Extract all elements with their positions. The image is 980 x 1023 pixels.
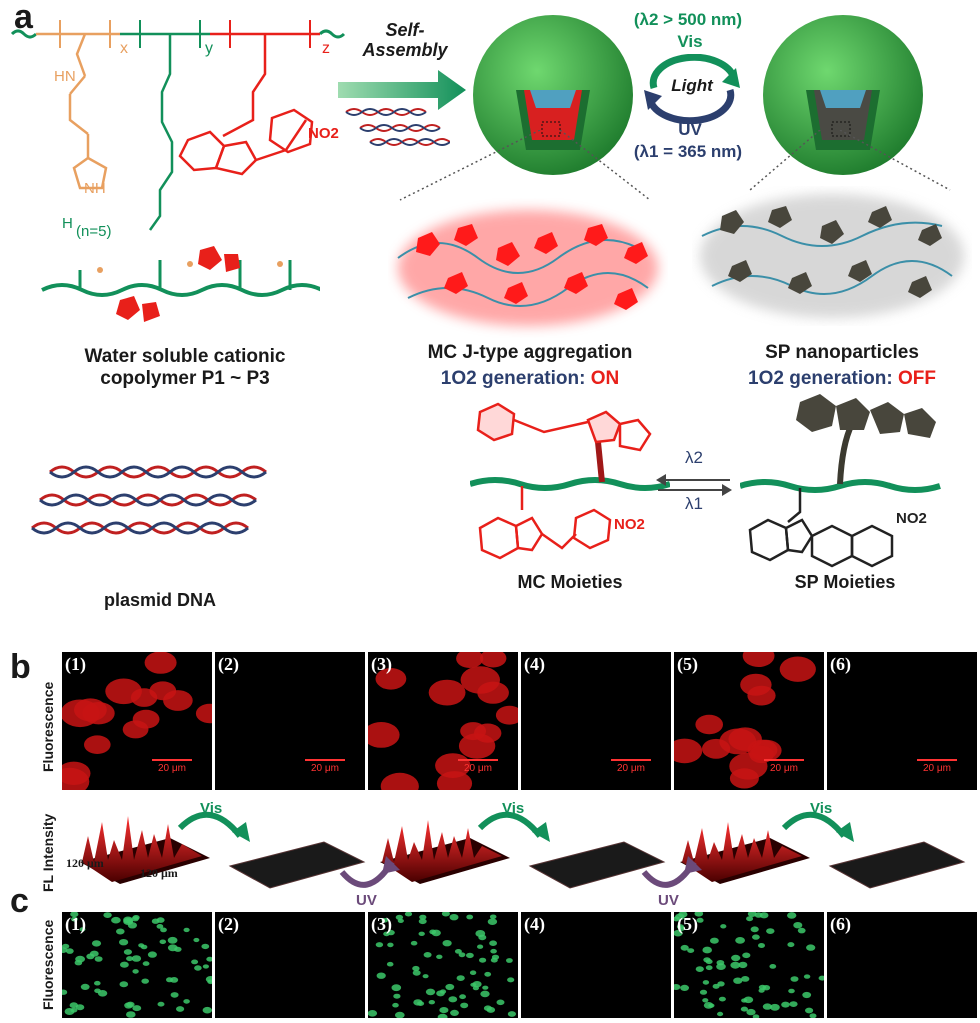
b-cell-3: (3) 20 μm [368,652,518,790]
mc-moieties-label: MC Moieties [517,572,623,592]
scale-bar: 20 μm [305,759,345,774]
plasmid-dna-icon [31,465,267,535]
c-cell-index: (5) [677,914,698,934]
c-cell-5: (5) [674,912,824,1018]
c-cell-index: (2) [218,914,239,934]
b-cell-index: (3) [371,654,392,674]
panel-c-label: c [10,882,29,920]
o2-generation-label-sp: 1O2 generation: [748,368,898,389]
mc-nanoparticle-sphere-icon [473,15,633,175]
panel-b-label: b [10,648,31,686]
small-dna-icon [345,108,450,146]
sp-moiety-structure [740,394,941,568]
c-fluorescence-label: Fluorescence [40,919,56,1010]
mc-aggregation-label: MC J-type aggregation [427,342,633,363]
chem-nh: NH [84,180,106,197]
surface-4 [528,841,666,889]
fl-intensity-row [80,811,966,889]
sp-nanoparticles-icon [700,194,964,318]
c-cell-3: (3) [368,912,518,1018]
polymer-cartoon-icon [41,246,320,322]
b-cell-6: (6) 20 μm [827,652,977,790]
chem-z: z [322,40,330,57]
b-cell-index: (2) [218,654,239,674]
sp-nanoparticle-sphere-icon [763,15,923,175]
copolymer-label: Water soluble cationic copolymer P1 ~ P3 [84,346,286,389]
o2-on-label: ON [590,368,620,389]
scale-bar: 20 μm [458,759,498,774]
uv-arrow-label-2: UV [658,892,679,909]
sp-no2-label: NO2 [896,510,927,527]
mc-no2-label: NO2 [614,516,645,533]
chem-x: x [120,40,128,57]
fl-intensity-label: FL Intensity [40,813,56,892]
c-cell-index: (1) [65,914,86,934]
c-cell-index: (4) [524,914,545,934]
surface-2 [228,841,366,889]
vis-arrow-label-2: Vis [502,800,525,817]
mc-moiety-structure [470,402,670,560]
uv-arrow-label-1: UV [356,892,377,909]
c-cell-index: (3) [371,914,392,934]
o2-off-label: OFF [897,368,936,389]
axis-b-label: 120 μm [140,866,178,880]
scale-bar: 20 μm [611,759,651,774]
c-cell-1: (1) [62,912,212,1018]
c-cell-4: (4) [521,912,671,1018]
chem-n: (n=5) [76,223,112,240]
copolymer-structure [10,20,346,231]
b-cell-1: (1) 20 μm [62,652,212,790]
surface-1 [80,816,210,884]
b-cell-index: (1) [65,654,86,674]
lambda1-label: λ1 [685,494,703,513]
vis-wavelength-label: (λ2 > 500 nm) [633,10,743,29]
b-cell-index: (4) [524,654,545,674]
mc-aggregation-icon [397,210,658,326]
zoom-lines [399,130,951,201]
self-assembly-label: Self- Assembly [362,20,448,60]
sp-o2-generation: 1O2 generation: OFF [722,368,962,390]
c-cell-index: (6) [830,914,851,934]
chem-hn: HN [54,68,76,85]
chem-no2: NO2 [308,125,339,142]
light-cycle-arrows-icon [644,54,740,124]
light-label: Light [671,76,713,95]
b-cell-2: (2) 20 μm [215,652,365,790]
b-cell-index: (5) [677,654,698,674]
scale-bar: 20 μm [917,759,957,774]
vis-arrow-label-1: Vis [200,800,223,817]
uv-wavelength-label: (λ1 = 365 nm) [633,142,743,161]
surface-5 [680,822,810,884]
b-cell-index: (6) [830,654,851,674]
surface-3 [380,820,510,884]
b-cell-4: (4) 20 μm [521,652,671,790]
scale-bar: 20 μm [152,759,192,774]
chem-h: H [62,215,73,232]
sp-nanoparticles-label: SP nanoparticles [765,342,919,363]
vis-label: Vis [677,32,703,51]
sp-moieties-label: SP Moieties [794,572,896,592]
c-cell-6: (6) [827,912,977,1018]
self-assembly-arrow-icon [338,70,466,110]
panel-a-label: a [14,0,33,36]
b-fluorescence-label: Fluorescence [40,681,56,772]
lambda2-label: λ2 [685,448,703,467]
axis-a-label: 120 μm [66,856,104,870]
mc-o2-generation: 1O2 generation: ON [400,368,660,390]
surface-6 [828,841,966,889]
plasmid-label: plasmid DNA [103,590,217,610]
vis-arrow-label-3: Vis [810,800,833,817]
equilibrium-arrows-icon [656,474,732,496]
uv-label: UV [678,120,702,139]
o2-generation-label: 1O2 generation: [440,368,591,389]
scale-bar: 20 μm [764,759,804,774]
chem-y: y [205,40,213,57]
b-cell-5: (5) 20 μm [674,652,824,790]
c-cell-2: (2) [215,912,365,1018]
